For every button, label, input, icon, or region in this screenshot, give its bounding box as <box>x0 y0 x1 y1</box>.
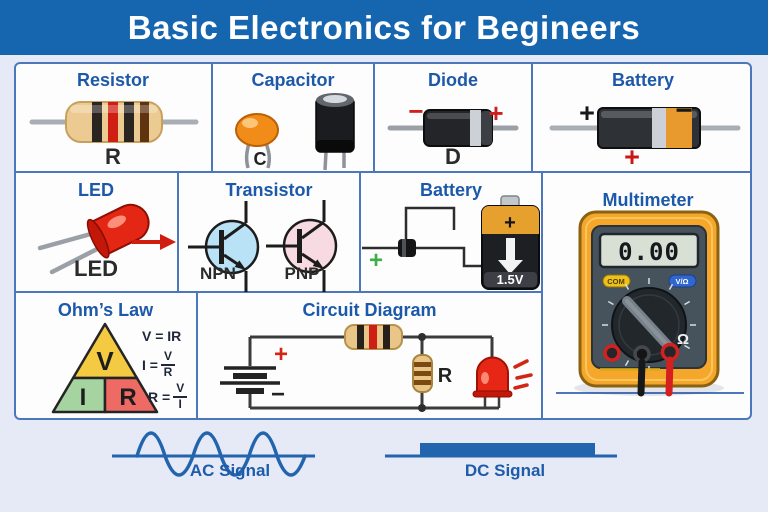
circuit-resistor-label: R <box>438 365 453 387</box>
com-badge <box>602 274 631 288</box>
led-glow-rays <box>513 359 533 390</box>
title-banner: Basic Electronics for Begineers <box>0 0 768 55</box>
vohm-badge-label: V/Ω <box>675 277 688 286</box>
triangle-r-letter: R <box>119 384 136 411</box>
wire-bead <box>398 239 416 257</box>
pnp-symbol <box>266 200 338 292</box>
grid-vline-r1c <box>531 62 533 172</box>
dial-ticks <box>602 278 696 371</box>
junction-dot-bottom <box>418 404 426 412</box>
battery1-minus-sign: − <box>675 94 693 127</box>
com-badge-label: COM <box>607 277 625 286</box>
cell-circuit-diagram: Circuit Diagram + − <box>197 292 542 422</box>
cell-battery-cylinder: Battery + + 1.5V <box>360 172 542 292</box>
circuit-schematic: + − R <box>220 324 533 412</box>
junction-dot-top <box>418 333 426 341</box>
battery2-title: Battery <box>419 180 483 200</box>
triangle-r-section <box>103 376 159 414</box>
resistor-title: Resistor <box>76 70 150 90</box>
lcd-reading: 0.00 <box>618 238 680 266</box>
resistor-illustration <box>29 101 199 143</box>
grid-vline-r2a <box>177 172 179 292</box>
grid-vline-r2b <box>359 172 361 292</box>
probe-red <box>665 356 674 397</box>
resistor-symbol-label: R <box>105 144 121 169</box>
battery1-title: Battery <box>611 70 675 90</box>
cell-resistor: Resistor R <box>14 62 212 172</box>
circuit-title: Circuit Diagram <box>302 300 437 320</box>
formula-v-ir: V = IR <box>142 328 182 344</box>
grid-vline-r1a <box>211 62 213 172</box>
battery-cylinder-illustration: + + 1.5V <box>362 195 540 290</box>
led-body <box>86 203 150 259</box>
pnp-label: PNP <box>284 264 320 283</box>
omega-symbol: Ω <box>677 331 689 348</box>
battery2-terminal-plus: + <box>504 212 516 234</box>
grid-vline-r1b <box>373 62 375 172</box>
multimeter-illustration: 0.00 COM V/Ω Ω <box>574 210 724 397</box>
diode-symbol-label: D <box>445 144 461 169</box>
ac-signal-label: AC Signal <box>189 461 271 480</box>
battery2-voltage-label: 1.5V <box>497 272 524 287</box>
multimeter-title: Multimeter <box>602 190 694 210</box>
battery-symbol <box>220 366 280 394</box>
led-symbol-label: LED <box>74 256 118 281</box>
diode-title: Diode <box>427 70 478 90</box>
cell-ohms-law: Ohm’s Law V I R V = IR I = V R R = V I <box>14 292 197 422</box>
grid-vline-right-col <box>541 172 543 420</box>
cell-multimeter: Multimeter 0.00 COM V/Ω Ω <box>542 172 754 422</box>
transistor-title: Transistor <box>225 180 313 200</box>
circuit-plus-sign: + <box>274 341 288 368</box>
cell-battery-axial: Battery + − + <box>532 62 754 172</box>
ohms-law-title: Ohm’s Law <box>57 300 154 320</box>
circuit-led <box>476 356 509 394</box>
led-illustration <box>37 203 176 275</box>
battery1-plus-red-sign: + <box>624 142 640 172</box>
battery2-plus-green: + <box>369 247 383 274</box>
jack-red-left <box>603 344 621 362</box>
diode-plus-sign: + <box>488 98 503 128</box>
transistor-symbols <box>188 200 338 292</box>
ac-signal-waveform <box>112 431 315 477</box>
npn-symbol <box>188 201 260 292</box>
grid-hline-row2 <box>14 291 542 293</box>
diode-illustration: − + <box>387 96 519 147</box>
page-title: Basic Electronics for Begineers <box>127 8 641 46</box>
grid-hline-row1 <box>14 171 752 173</box>
capacitor-symbol-label: C <box>254 149 267 169</box>
battery-axial-illustration: + − + <box>549 94 741 172</box>
triangle-v-letter: V <box>96 346 114 376</box>
cell-transistor: Transistor NPN <box>178 172 360 292</box>
grid-hline-multimeter <box>556 392 744 394</box>
cell-capacitor: Capacitor C <box>212 62 374 172</box>
npn-label: NPN <box>200 264 236 283</box>
battery1-plus-sign: + <box>579 98 595 128</box>
cell-led: LED LED <box>14 172 178 292</box>
circuit-minus-sign: − <box>271 381 285 408</box>
capacitor-title: Capacitor <box>251 70 335 90</box>
dc-signal-waveform <box>385 443 617 458</box>
capacitor-illustration: C <box>235 93 355 171</box>
ohms-triangle: V I R <box>51 322 159 414</box>
ceramic-disc <box>235 113 279 147</box>
cathode-stripe <box>470 110 481 146</box>
sine-wave <box>135 431 307 477</box>
cell-diode: Diode − + D <box>374 62 532 172</box>
lcd-display <box>598 232 700 269</box>
formula-i-vr: I = V R <box>142 349 175 380</box>
dc-signal-label: DC Signal <box>464 461 546 480</box>
grid-vline-r3a <box>196 292 198 420</box>
vohm-badge <box>668 274 697 288</box>
led-title: LED <box>78 180 114 200</box>
dc-level-bar <box>420 443 595 456</box>
probe-black <box>637 358 646 397</box>
battery-down-arrow <box>506 238 515 260</box>
triangle-i-letter: I <box>80 384 87 411</box>
formula-r-vi: R = V I <box>148 381 188 412</box>
diode-minus-sign: − <box>408 96 423 126</box>
